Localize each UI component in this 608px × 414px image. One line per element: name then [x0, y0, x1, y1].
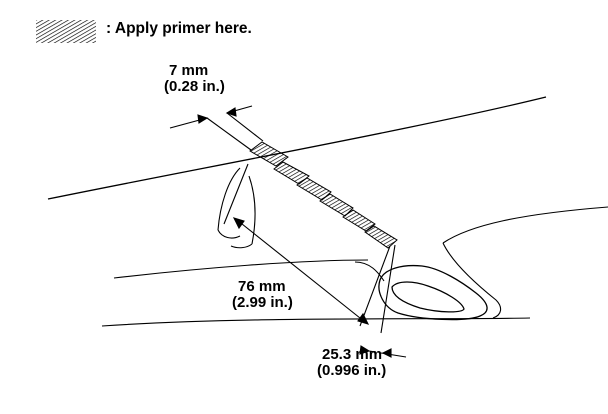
- width-dimension: [169, 105, 264, 151]
- windshield-edge: [47, 96, 547, 200]
- spacing-in-label: (2.99 in.): [232, 294, 293, 311]
- pillar-bracket: [217, 167, 256, 249]
- width-in-label: (0.28 in.): [164, 78, 225, 95]
- mirror-base: [378, 264, 488, 321]
- spacing-mm-label: 76 mm: [238, 278, 286, 295]
- hatch-swatch-icon: [36, 20, 96, 43]
- body-outline: [101, 206, 608, 327]
- primer-strip: [249, 141, 398, 249]
- offset-dimension: [359, 244, 407, 358]
- offset-mm-label: 25.3 mm: [322, 346, 383, 363]
- legend-label: : Apply primer here.: [106, 20, 252, 37]
- width-mm-label: 7 mm: [169, 62, 209, 79]
- spacing-dimension: [223, 163, 391, 327]
- offset-in-label: (0.996 in.): [317, 362, 387, 379]
